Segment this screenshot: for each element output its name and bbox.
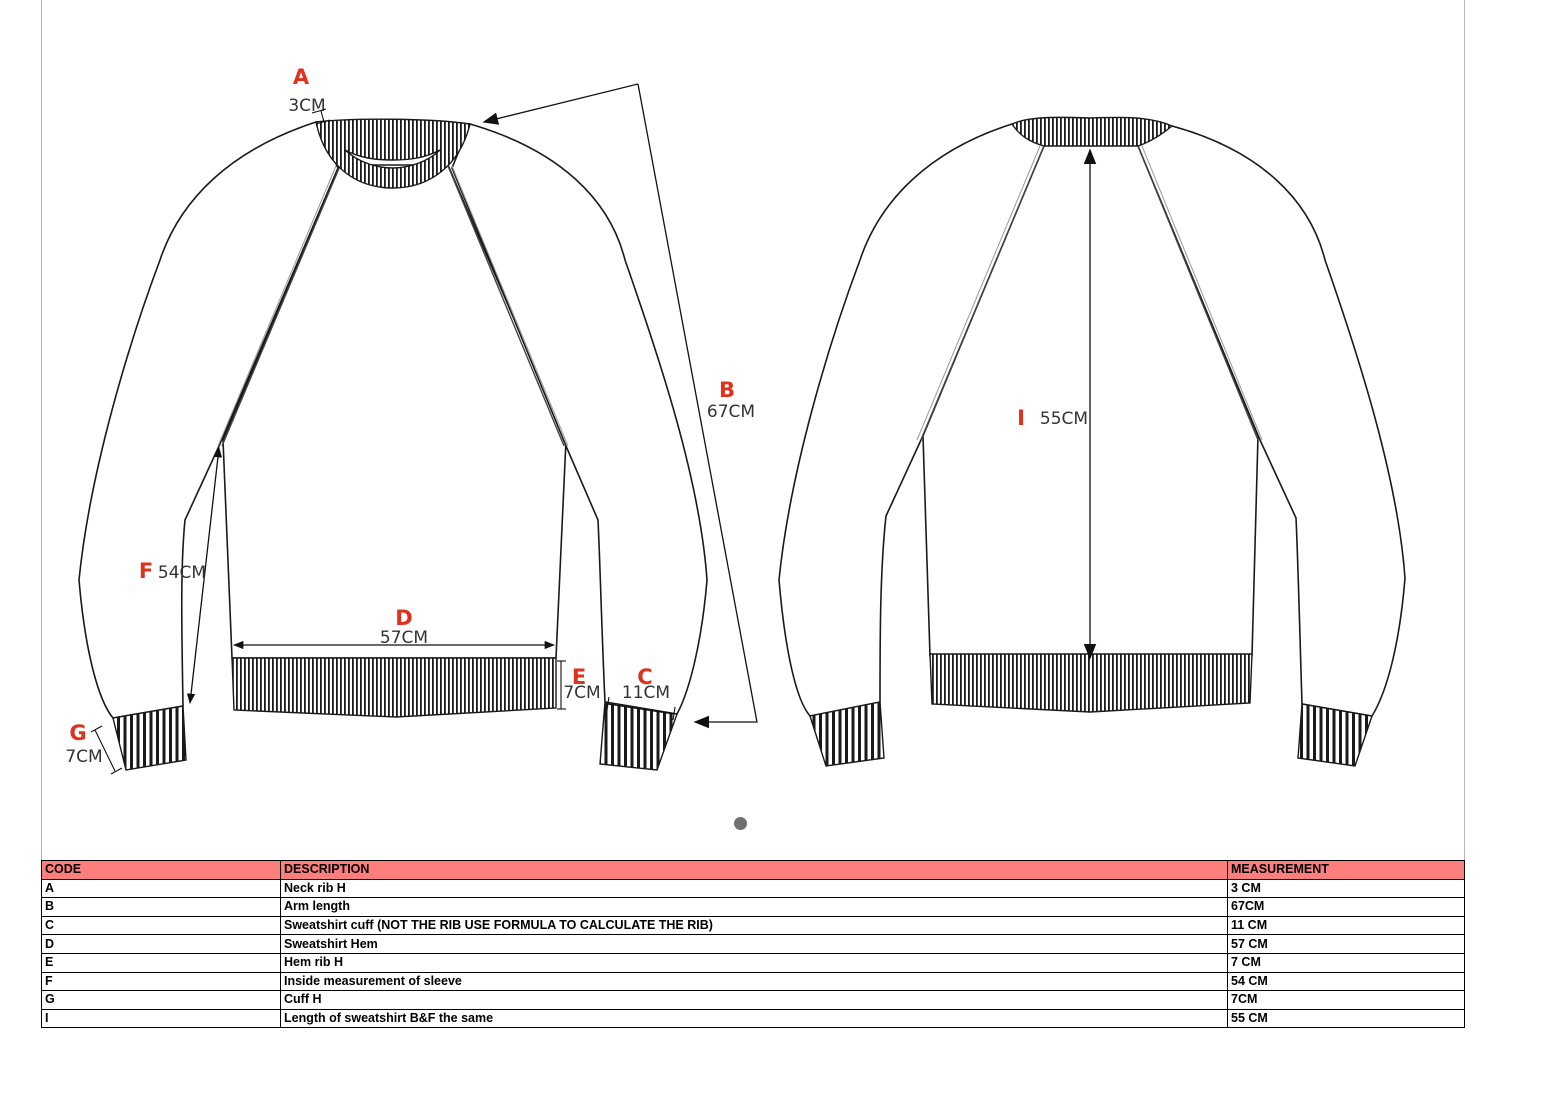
header-description: DESCRIPTION (280, 860, 1228, 880)
label-b-code: B (719, 378, 735, 402)
cell-description: Inside measurement of sleeve (280, 971, 1228, 992)
cell-description: Sweatshirt Hem (280, 934, 1228, 954)
front-left-sleeve (78, 121, 339, 719)
label-e-value: 7CM (563, 683, 600, 703)
sweatshirt-tech-drawing: A 3CM B 67CM C 11CM D 57CM E 7CM F 54CM (65, 65, 1406, 775)
dim-g-tick-bottom (110, 767, 123, 775)
cell-measurement: 67CM (1227, 897, 1465, 917)
cell-code: D (41, 934, 281, 954)
table-row: D Sweatshirt Hem 57 CM (41, 934, 1465, 954)
diagram-panel (41, 0, 1465, 860)
cell-code: A (41, 878, 281, 899)
cell-code: B (41, 897, 281, 917)
cell-description: Neck rib H (280, 878, 1228, 899)
table-row: E Hem rib H 7 CM (41, 952, 1465, 973)
front-left-raglan-seam (221, 165, 341, 447)
front-right-cuff (599, 701, 678, 771)
pagination-dot[interactable] (734, 817, 747, 830)
cell-code: I (41, 1008, 281, 1029)
back-view: I 55CM (778, 116, 1406, 767)
label-i-code: I (1017, 406, 1025, 430)
back-right-raglan-seam (1137, 145, 1259, 441)
dim-b-upper (482, 83, 639, 125)
cell-description: Cuff H (280, 990, 1228, 1010)
label-d-code: D (395, 606, 412, 630)
table-row: F Inside measurement of sleeve 54 CM (41, 971, 1465, 992)
front-right-sleeve (451, 123, 708, 715)
cell-measurement: 57 CM (1227, 934, 1465, 954)
label-c-code: C (637, 665, 652, 689)
header-code: CODE (41, 860, 281, 880)
label-d-value: 57CM (380, 628, 428, 648)
front-left-cuff (112, 705, 187, 771)
front-left-raglan-seam-double (217, 165, 337, 447)
cell-measurement: 7 CM (1227, 952, 1465, 973)
back-left-cuff (809, 701, 885, 767)
table-row: G Cuff H 7CM (41, 990, 1465, 1010)
table-row: B Arm length 67CM (41, 897, 1465, 917)
dim-c-line (607, 703, 675, 715)
front-view: A 3CM B 67CM C 11CM D 57CM E 7CM F 54CM (65, 65, 758, 775)
label-f-value: 54CM (158, 563, 206, 583)
back-left-sleeve (778, 123, 1045, 717)
table-row: A Neck rib H 3 CM (41, 878, 1465, 899)
cell-code: E (41, 952, 281, 973)
back-neck-rib (1010, 116, 1174, 147)
label-c-value: 11CM (622, 683, 670, 703)
label-f-code: F (139, 559, 153, 583)
cell-description: Length of sweatshirt B&F the same (280, 1008, 1228, 1029)
back-right-cuff (1297, 703, 1373, 767)
dim-a-tick-top (311, 108, 327, 114)
cell-measurement: 3 CM (1227, 878, 1465, 899)
label-g-value: 7CM (65, 747, 102, 767)
cell-measurement: 55 CM (1227, 1008, 1465, 1029)
label-g-code: G (69, 721, 86, 745)
cell-description: Hem rib H (280, 952, 1228, 973)
cell-code: F (41, 971, 281, 992)
table-header-row: CODE DESCRIPTION MEASUREMENT (41, 860, 1465, 880)
label-b-value: 67CM (707, 402, 755, 422)
table-row: C Sweatshirt cuff (NOT THE RIB USE FORMU… (41, 915, 1465, 936)
dim-b-lower (637, 83, 758, 729)
label-e-code: E (572, 665, 586, 689)
cell-code: C (41, 915, 281, 936)
front-neck-rib (315, 118, 471, 189)
dim-c-tick-left (606, 696, 610, 711)
dim-f-line (186, 446, 223, 705)
back-left-raglan-seam-double (916, 145, 1041, 441)
cell-description: Arm length (280, 897, 1228, 917)
cell-measurement: 7CM (1227, 990, 1465, 1010)
back-hem-rib (929, 653, 1253, 713)
dim-c-tick-right (672, 706, 676, 721)
front-right-raglan-seam (447, 165, 565, 447)
cell-code: G (41, 990, 281, 1010)
dim-a-tick-bottom (315, 119, 331, 125)
dim-g-tick-top (90, 725, 103, 733)
front-hem-rib (231, 657, 557, 718)
dim-g-line (94, 729, 116, 772)
back-right-raglan-seam-double (1141, 145, 1263, 441)
dim-a-line (320, 110, 325, 123)
label-a-value: 3CM (288, 96, 325, 116)
back-right-sleeve (1136, 125, 1406, 717)
header-measurement: MEASUREMENT (1227, 860, 1465, 880)
measurement-table: CODE DESCRIPTION MEASUREMENT A Neck rib … (41, 860, 1465, 1029)
label-i-value: 55CM (1040, 409, 1088, 429)
front-right-raglan-seam-double (451, 165, 569, 447)
table-row: I Length of sweatshirt B&F the same 55 C… (41, 1008, 1465, 1029)
label-a-code: A (293, 65, 310, 89)
cell-measurement: 54 CM (1227, 971, 1465, 992)
back-left-raglan-seam (920, 145, 1045, 441)
cell-measurement: 11 CM (1227, 915, 1465, 936)
cell-description: Sweatshirt cuff (NOT THE RIB USE FORMULA… (280, 915, 1228, 936)
